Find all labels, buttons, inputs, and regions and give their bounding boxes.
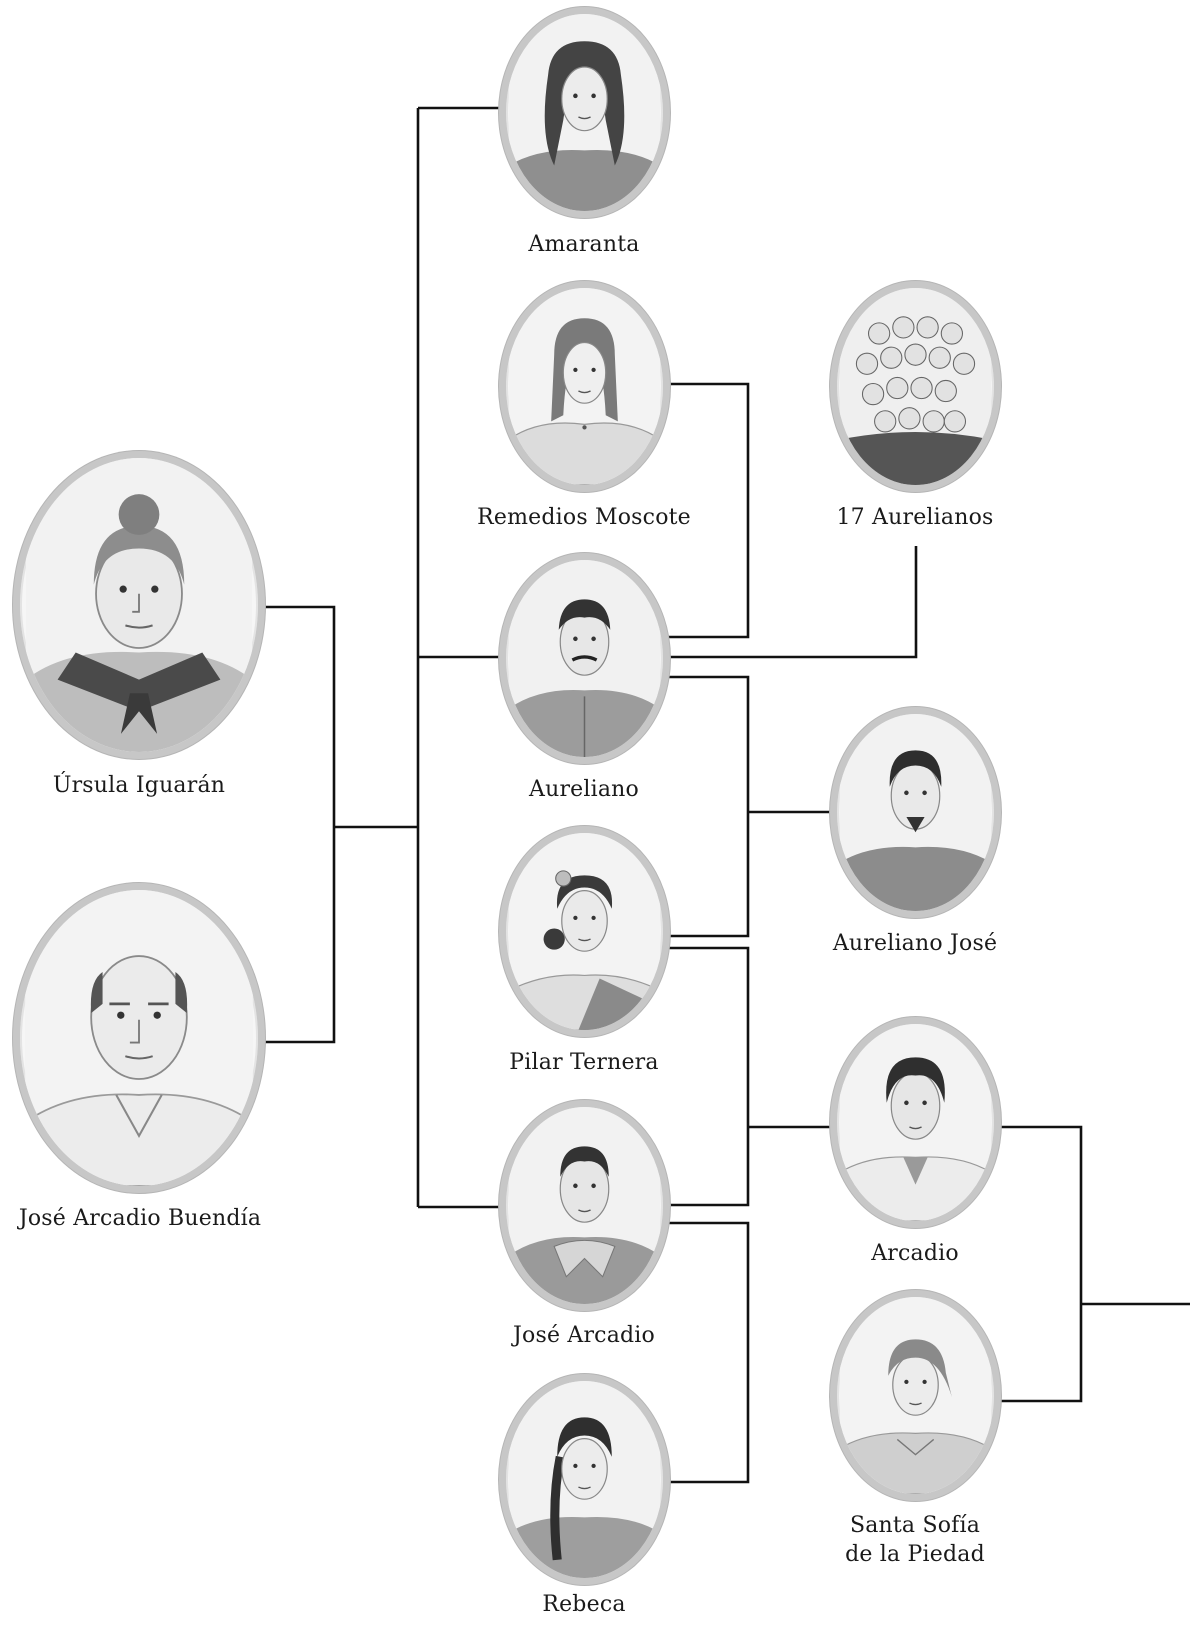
couple-line-pilar-jose-arcadio	[668, 946, 750, 1207]
woman-elder-portrait-icon	[25, 458, 253, 752]
portrait-jose-arcadio-buendia	[13, 883, 265, 1193]
man-young-portrait-icon	[839, 1024, 992, 1221]
woman-headscarf-portrait-icon	[839, 1297, 992, 1494]
woman-young-portrait-icon	[508, 288, 661, 485]
man-scarf-portrait-icon	[508, 1107, 661, 1304]
woman-flower-portrait-icon	[508, 833, 661, 1030]
name-aureliano: Aureliano	[529, 777, 639, 802]
portrait-rebeca	[499, 1374, 670, 1585]
portrait-remedios-moscote	[499, 281, 670, 492]
name-aureliano-jose: Aureliano José	[832, 931, 998, 956]
name-jose-arcadio-buendia: José Arcadio Buendía	[18, 1206, 262, 1231]
couple-line-aureliano-pilar	[668, 675, 750, 938]
name-santa-sofia-line2: de la Piedad	[845, 1542, 985, 1567]
portrait-santa-sofia-de-la-piedad	[830, 1290, 1001, 1501]
portrait-ursula-iguaran	[13, 451, 265, 759]
portrait-jose-arcadio	[499, 1100, 670, 1311]
man-elder-portrait-icon	[24, 890, 254, 1186]
portrait-amaranta	[499, 7, 670, 218]
group-of-men-portrait-icon	[839, 288, 992, 485]
couple-line-remedios-aureliano	[668, 382, 750, 639]
man-mustache-portrait-icon	[508, 560, 661, 757]
man-goatee-portrait-icon	[839, 714, 992, 911]
portrait-aureliano	[499, 553, 670, 764]
name-arcadio: Arcadio	[871, 1241, 959, 1266]
name-pilar-ternera: Pilar Ternera	[509, 1050, 659, 1075]
couple-line-ursula-jab	[262, 605, 336, 1044]
couple-line-arcadio-santa-sofia	[1000, 1125, 1083, 1403]
name-santa-sofia-line1: Santa Sofía	[849, 1513, 981, 1538]
portrait-pilar-ternera	[499, 826, 670, 1037]
name-rebeca: Rebeca	[542, 1592, 626, 1617]
woman-braid-portrait-icon	[508, 1381, 661, 1578]
portrait-17-aurelianos	[830, 281, 1001, 492]
name-ursula-iguaran: Úrsula Iguarán	[52, 773, 226, 798]
couple-line-jose-arcadio-rebeca	[668, 1221, 750, 1484]
line-17-aurelianos	[668, 546, 918, 659]
name-jose-arcadio: José Arcadio	[513, 1323, 655, 1348]
name-amaranta: Amaranta	[528, 232, 640, 257]
name-remedios-moscote: Remedios Moscote	[477, 505, 691, 530]
portrait-aureliano-jose	[830, 707, 1001, 918]
woman-portrait-icon	[508, 14, 661, 211]
name-17-aurelianos: 17 Aurelianos	[836, 505, 994, 530]
portrait-arcadio	[830, 1017, 1001, 1228]
